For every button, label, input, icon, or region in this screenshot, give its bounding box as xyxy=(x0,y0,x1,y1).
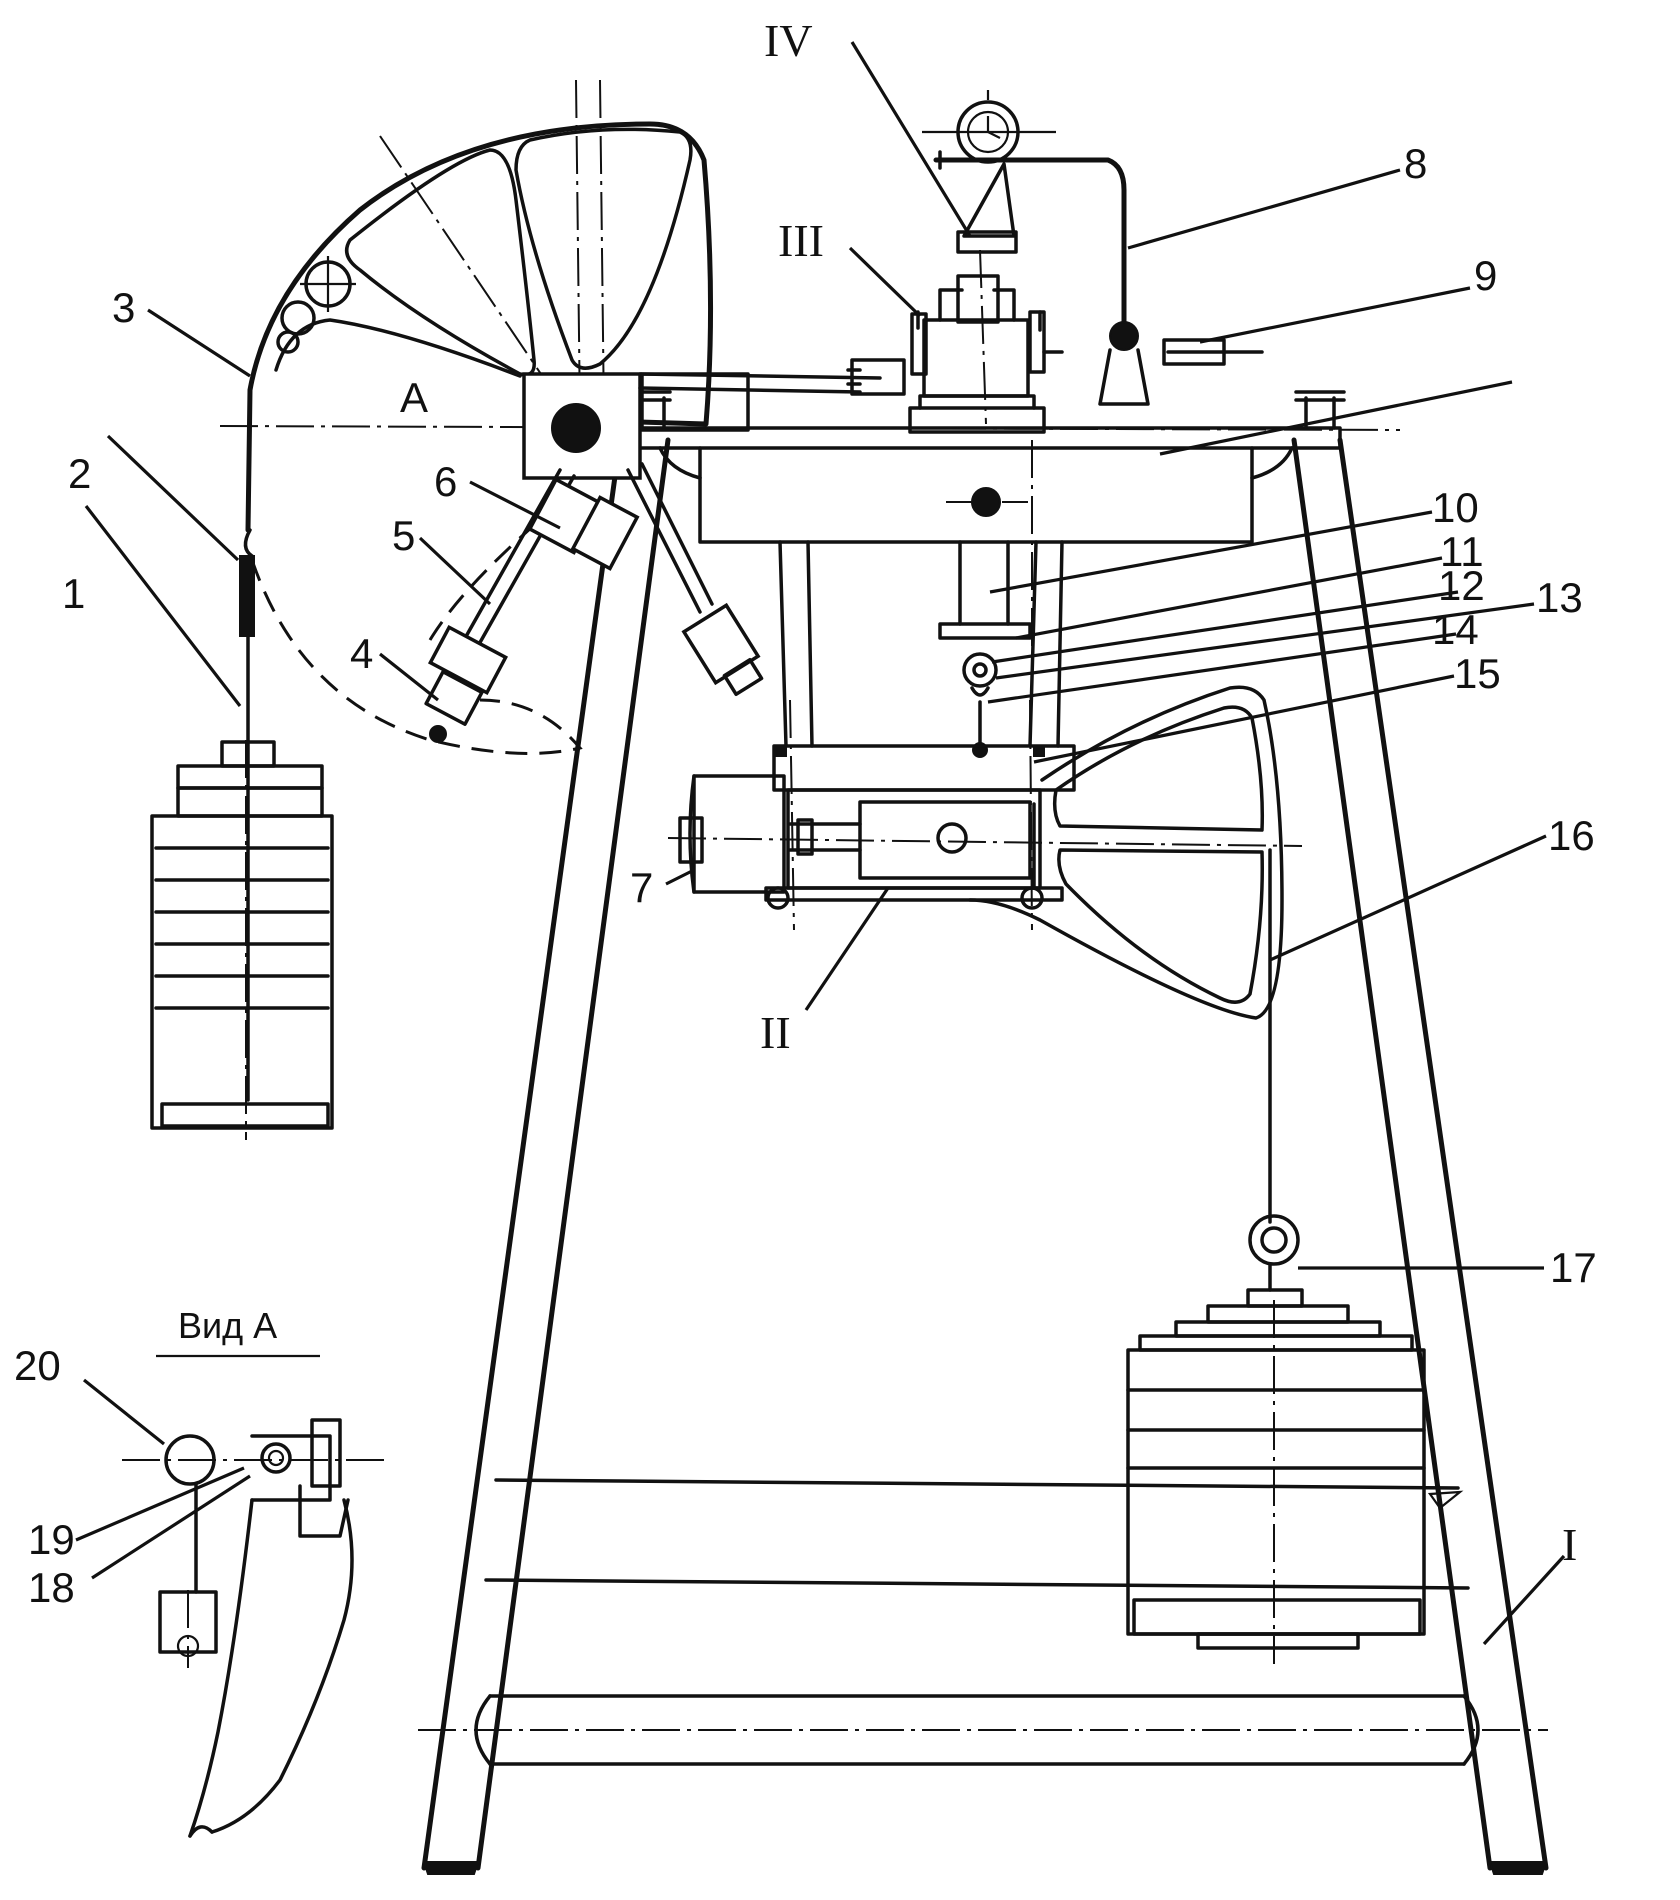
label-9: 9 xyxy=(1474,252,1497,299)
leader-lines xyxy=(75,41,1566,1646)
leader-19 xyxy=(75,1466,245,1542)
label-1: 1 xyxy=(62,570,85,617)
leader-2 xyxy=(106,434,240,562)
label-3: 3 xyxy=(112,284,135,331)
leader-5 xyxy=(418,536,492,606)
leader-12 xyxy=(991,590,1459,664)
labels: 1 2 3 4 5 6 7 8 9 10 11 12 13 14 15 16 1… xyxy=(14,15,1597,1611)
label-roman-II: II xyxy=(760,1007,791,1058)
spindle-unit xyxy=(908,249,1064,434)
label-17: 17 xyxy=(1550,1244,1597,1291)
leader-7 xyxy=(665,868,695,886)
label-16: 16 xyxy=(1548,812,1595,859)
loading-sector xyxy=(219,79,1401,533)
frame xyxy=(418,390,1549,1875)
leader-20 xyxy=(83,1378,165,1446)
pivot-block xyxy=(522,372,642,480)
leader-6 xyxy=(469,480,561,530)
label-5: 5 xyxy=(392,512,415,559)
label-6: 6 xyxy=(434,458,457,505)
label-12: 12 xyxy=(1438,562,1485,609)
leader-16 xyxy=(1269,834,1547,962)
leader-IV xyxy=(850,41,972,237)
centre-shaft xyxy=(938,440,1033,758)
arm-end-block xyxy=(850,358,906,396)
label-7: 7 xyxy=(630,864,653,911)
leader-8 xyxy=(1127,168,1401,250)
left-weight-suspension xyxy=(239,528,255,1102)
view-a-detail xyxy=(122,1354,390,1838)
label-roman-III: III xyxy=(778,215,824,266)
label-13: 13 xyxy=(1536,574,1583,621)
right-weight-stack xyxy=(1126,1214,1426,1664)
label-8: 8 xyxy=(1404,140,1427,187)
leader-14 xyxy=(987,632,1457,704)
connecting-arm xyxy=(638,372,882,394)
stop-screw-assembly xyxy=(1098,321,1264,406)
leader-4 xyxy=(379,652,439,702)
left-weight-stack xyxy=(150,740,334,1140)
lower-carriage xyxy=(667,540,1303,931)
lower-sector xyxy=(968,685,1284,1224)
leader-18 xyxy=(91,1474,251,1580)
dial-indicator xyxy=(922,90,1127,333)
label-11: 11 xyxy=(1440,528,1484,575)
leader-11 xyxy=(1015,556,1443,640)
leader-line-top-plate xyxy=(1159,380,1513,456)
label-20: 20 xyxy=(14,1342,61,1389)
label-2: 2 xyxy=(68,450,91,497)
label-18: 18 xyxy=(28,1564,75,1611)
leader-II xyxy=(804,887,890,1011)
view-a-title: Вид А xyxy=(178,1305,277,1346)
leader-10 xyxy=(989,510,1433,594)
arm-block xyxy=(640,372,750,432)
leader-III xyxy=(848,246,922,318)
label-10: 10 xyxy=(1432,484,1479,531)
label-19: 19 xyxy=(28,1516,75,1563)
leader-1 xyxy=(84,505,242,707)
leader-3 xyxy=(147,308,251,378)
leader-9 xyxy=(1199,286,1471,344)
label-roman-I: I xyxy=(1562,1519,1577,1570)
label-4: 4 xyxy=(350,630,373,677)
lower-lever-assembly xyxy=(424,462,764,743)
leader-15 xyxy=(1033,674,1455,764)
travel-path xyxy=(250,559,583,755)
label-roman-IV: IV xyxy=(764,15,813,66)
label-view-arrow-a: A xyxy=(400,374,428,421)
label-14: 14 xyxy=(1432,606,1479,653)
leader-I xyxy=(1482,1554,1566,1646)
label-15: 15 xyxy=(1454,650,1501,697)
leader-13 xyxy=(995,602,1535,680)
